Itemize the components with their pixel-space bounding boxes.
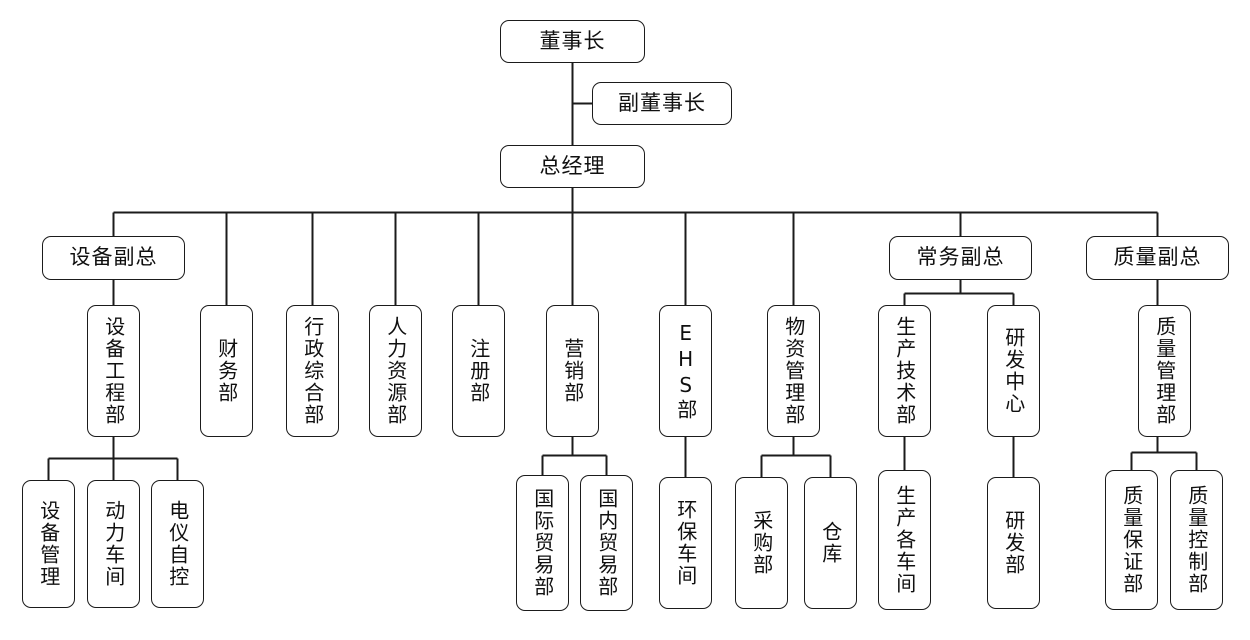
node-label: 采购部 <box>749 510 774 576</box>
node-unit-instrument-control[interactable]: 电仪自控 <box>151 480 204 608</box>
node-label: 电仪自控 <box>165 500 190 588</box>
node-label: EHS部 <box>673 321 698 421</box>
node-vp-executive[interactable]: 常务副总 <box>889 236 1032 280</box>
node-label: 环保车间 <box>673 499 698 587</box>
node-unit-production-workshops[interactable]: 生产各车间 <box>878 470 931 610</box>
node-dept-marketing[interactable]: 营销部 <box>546 305 599 437</box>
node-dept-quality-mgmt[interactable]: 质量管理部 <box>1138 305 1191 437</box>
node-label: 营销部 <box>560 338 585 404</box>
node-dept-equipment-engineering[interactable]: 设备工程部 <box>87 305 140 437</box>
node-label: 动力车间 <box>101 500 126 588</box>
node-dept-materials[interactable]: 物资管理部 <box>767 305 820 437</box>
node-unit-power-workshop[interactable]: 动力车间 <box>87 480 140 608</box>
node-label: 研发中心 <box>1001 327 1026 415</box>
node-dept-rnd-center[interactable]: 研发中心 <box>987 305 1040 437</box>
node-dept-finance[interactable]: 财务部 <box>200 305 253 437</box>
node-label: 财务部 <box>214 338 239 404</box>
node-label: 研发部 <box>1001 510 1026 576</box>
node-label: 设备管理 <box>36 500 61 588</box>
node-label: 质量保证部 <box>1119 485 1144 595</box>
node-label: 注册部 <box>466 338 491 404</box>
node-dept-production-tech[interactable]: 生产技术部 <box>878 305 931 437</box>
node-dept-admin[interactable]: 行政综合部 <box>286 305 339 437</box>
node-label: 设备工程部 <box>101 316 126 426</box>
node-label: 设备副总 <box>69 245 158 270</box>
node-label: 常务副总 <box>916 245 1005 270</box>
node-unit-intl-trade[interactable]: 国际贸易部 <box>516 475 569 611</box>
node-label: 人力资源部 <box>383 316 408 426</box>
node-unit-warehouse[interactable]: 仓库 <box>804 477 857 609</box>
node-dept-hr[interactable]: 人力资源部 <box>369 305 422 437</box>
node-general-manager[interactable]: 总经理 <box>500 145 645 188</box>
node-dept-registration[interactable]: 注册部 <box>452 305 505 437</box>
node-label: 质量控制部 <box>1184 485 1209 595</box>
node-unit-env-workshop[interactable]: 环保车间 <box>659 477 712 609</box>
node-unit-purchasing[interactable]: 采购部 <box>735 477 788 609</box>
node-label: 仓库 <box>818 521 843 565</box>
node-vp-quality[interactable]: 质量副总 <box>1086 236 1229 280</box>
node-vice-chairman[interactable]: 副董事长 <box>592 82 732 125</box>
node-label: 行政综合部 <box>300 316 325 426</box>
node-chairman[interactable]: 董事长 <box>500 20 645 63</box>
node-unit-quality-assurance[interactable]: 质量保证部 <box>1105 470 1158 610</box>
node-label: 质量副总 <box>1113 245 1202 270</box>
node-label: 质量管理部 <box>1152 316 1177 426</box>
node-dept-ehs[interactable]: EHS部 <box>659 305 712 437</box>
node-unit-quality-control[interactable]: 质量控制部 <box>1170 470 1223 610</box>
node-unit-equipment-mgmt[interactable]: 设备管理 <box>22 480 75 608</box>
node-vp-equipment[interactable]: 设备副总 <box>42 236 185 280</box>
node-label: 国际贸易部 <box>530 488 555 598</box>
node-label: 生产技术部 <box>892 316 917 426</box>
node-unit-rnd-dept[interactable]: 研发部 <box>987 477 1040 609</box>
node-label: 国内贸易部 <box>594 488 619 598</box>
node-label: 物资管理部 <box>781 316 806 426</box>
node-label: 副董事长 <box>618 90 706 115</box>
node-label: 总经理 <box>539 153 606 178</box>
node-label: 生产各车间 <box>892 485 917 595</box>
node-unit-domestic-trade[interactable]: 国内贸易部 <box>580 475 633 611</box>
node-label: 董事长 <box>539 28 606 53</box>
